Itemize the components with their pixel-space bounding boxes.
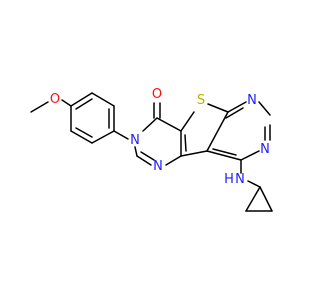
structure-canvas: O O S N N N N H N [30, 87, 273, 212]
methoxy-oxygen-label: O [50, 92, 60, 107]
bond [142, 117, 158, 132]
bond [165, 155, 182, 166]
bond [258, 101, 271, 116]
bond-lines [30, 92, 273, 212]
bond [184, 134, 187, 152]
bond [180, 111, 195, 132]
molecule-structure-diagram: O O S N N N N H N [30, 87, 273, 212]
bond [206, 150, 242, 161]
thiophene-sulfur-label: S [197, 93, 205, 108]
bond [259, 186, 273, 212]
amine-hydrogen-label: H [224, 172, 234, 187]
ketone-oxygen-label: O [152, 87, 162, 102]
bond [245, 186, 261, 212]
bond [91, 92, 115, 107]
ring-nitrogen-left-label: N [130, 133, 140, 148]
ring-nitrogen-bottom-label: N [153, 159, 163, 174]
amine-nitrogen-label: N [235, 172, 245, 187]
ring-nitrogen-top-right-label: N [247, 93, 257, 108]
bond [134, 146, 138, 157]
atom-labels: O O S N N N N H N [50, 87, 270, 187]
bond [70, 130, 93, 144]
bond [136, 155, 152, 166]
bond [30, 101, 49, 113]
bond [61, 99, 72, 107]
ring-nitrogen-right-label: N [260, 142, 270, 157]
bond [156, 117, 182, 132]
bond [91, 130, 115, 144]
bond [225, 107, 244, 119]
bond [140, 151, 155, 161]
bond [70, 92, 93, 107]
bond [212, 148, 237, 156]
bond [240, 150, 260, 161]
bond [113, 130, 129, 140]
bond [227, 101, 247, 113]
bond [180, 150, 208, 157]
bond [75, 127, 93, 138]
bond [207, 103, 229, 113]
bond [247, 180, 261, 188]
bond [206, 111, 229, 152]
bond [75, 98, 93, 110]
